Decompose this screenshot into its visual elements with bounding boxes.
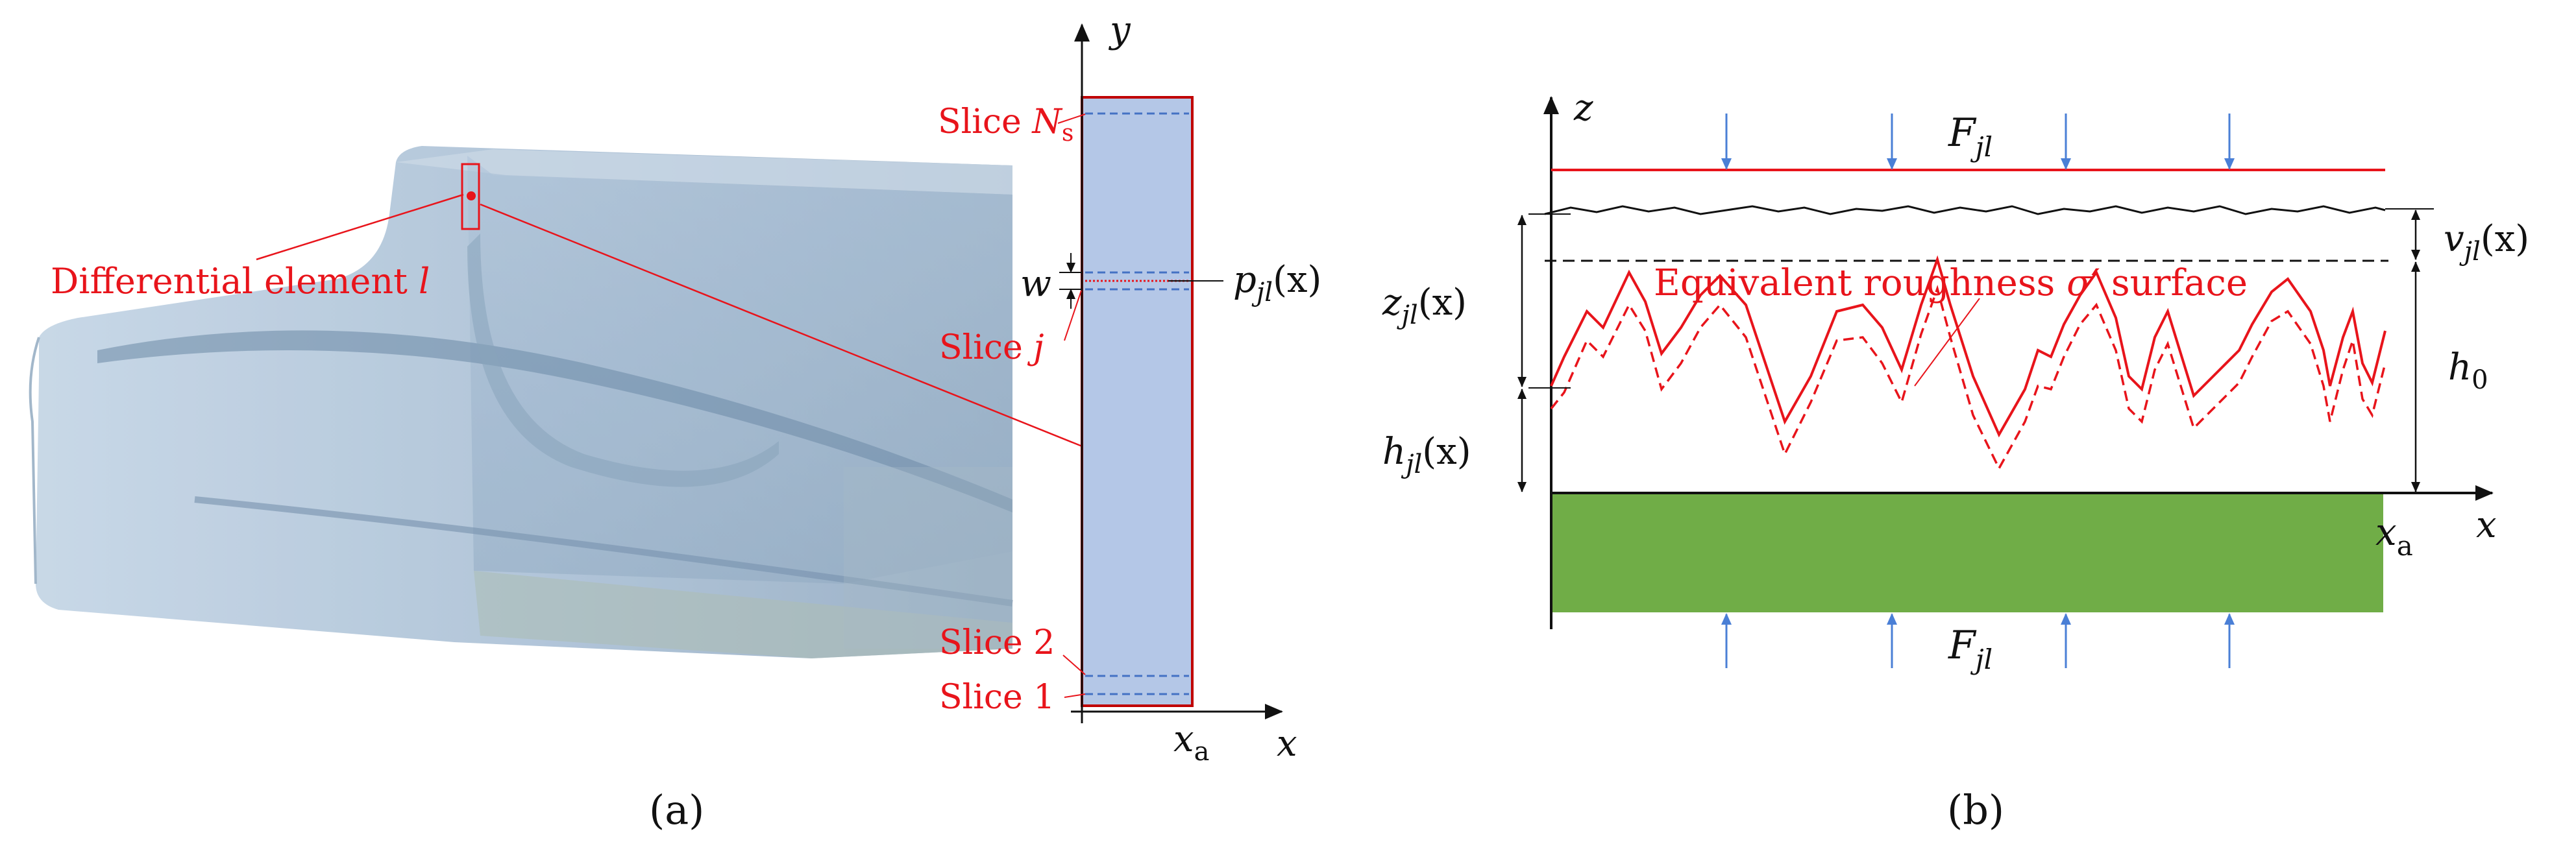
slice-2-label: Slice 2 xyxy=(939,623,1055,662)
axis-z-label: z xyxy=(1573,87,1593,129)
w-label: w xyxy=(1020,263,1051,305)
axis-y-label: y xyxy=(1108,9,1131,51)
rough-top-surface xyxy=(1544,205,2386,215)
caption-b: (b) xyxy=(1947,786,2004,834)
xa-label: xa xyxy=(1173,718,1209,767)
equivalent-label-leader xyxy=(1914,298,1980,387)
slice-2-leader xyxy=(1062,655,1086,675)
differential-element-label: Differential element l xyxy=(51,261,430,302)
force-top-label: Fjl xyxy=(1948,110,1993,163)
roughness-profile-solid xyxy=(1550,255,2386,438)
ground-block xyxy=(1552,494,2383,612)
xa-b-label: xa xyxy=(2375,510,2413,562)
differential-element-dot xyxy=(467,191,476,200)
panel-a: Differential element l y x xa Slice Ns S… xyxy=(29,9,1321,834)
slice-1-label: Slice 1 xyxy=(939,678,1055,717)
slice-strip xyxy=(1081,96,1194,707)
slice-ns-leader xyxy=(1057,114,1086,124)
leader-to-label xyxy=(256,193,464,261)
component-3d-render xyxy=(29,146,1013,658)
axis-x-b-label: x xyxy=(2476,504,2497,546)
v-label: vjl(x) xyxy=(2444,218,2529,267)
slice-j-label: Slice j xyxy=(939,328,1044,367)
slice-ns-label: Slice Ns xyxy=(938,102,1073,147)
leader-to-slice xyxy=(480,203,1118,462)
axis-x-label: x xyxy=(1277,723,1297,765)
panel-b: z x xa Fjl Fjl xyxy=(1382,87,2529,834)
equivalent-roughness-label: Equivalent roughness σ′ surface xyxy=(1654,262,2248,304)
pressure-label: pjl(x) xyxy=(1233,259,1321,307)
slice-j-leader xyxy=(1064,290,1082,341)
h0-label: h0 xyxy=(2448,346,2488,395)
force-bottom-label: Fjl xyxy=(1948,623,1993,675)
differential-element-box xyxy=(461,163,480,230)
roughness-profile-dashed xyxy=(1550,285,2386,471)
slice-1-leader xyxy=(1064,693,1086,698)
h-label: hjl(x) xyxy=(1382,431,1471,479)
caption-a: (a) xyxy=(649,786,704,834)
z-label: zjl(x) xyxy=(1382,282,1467,330)
